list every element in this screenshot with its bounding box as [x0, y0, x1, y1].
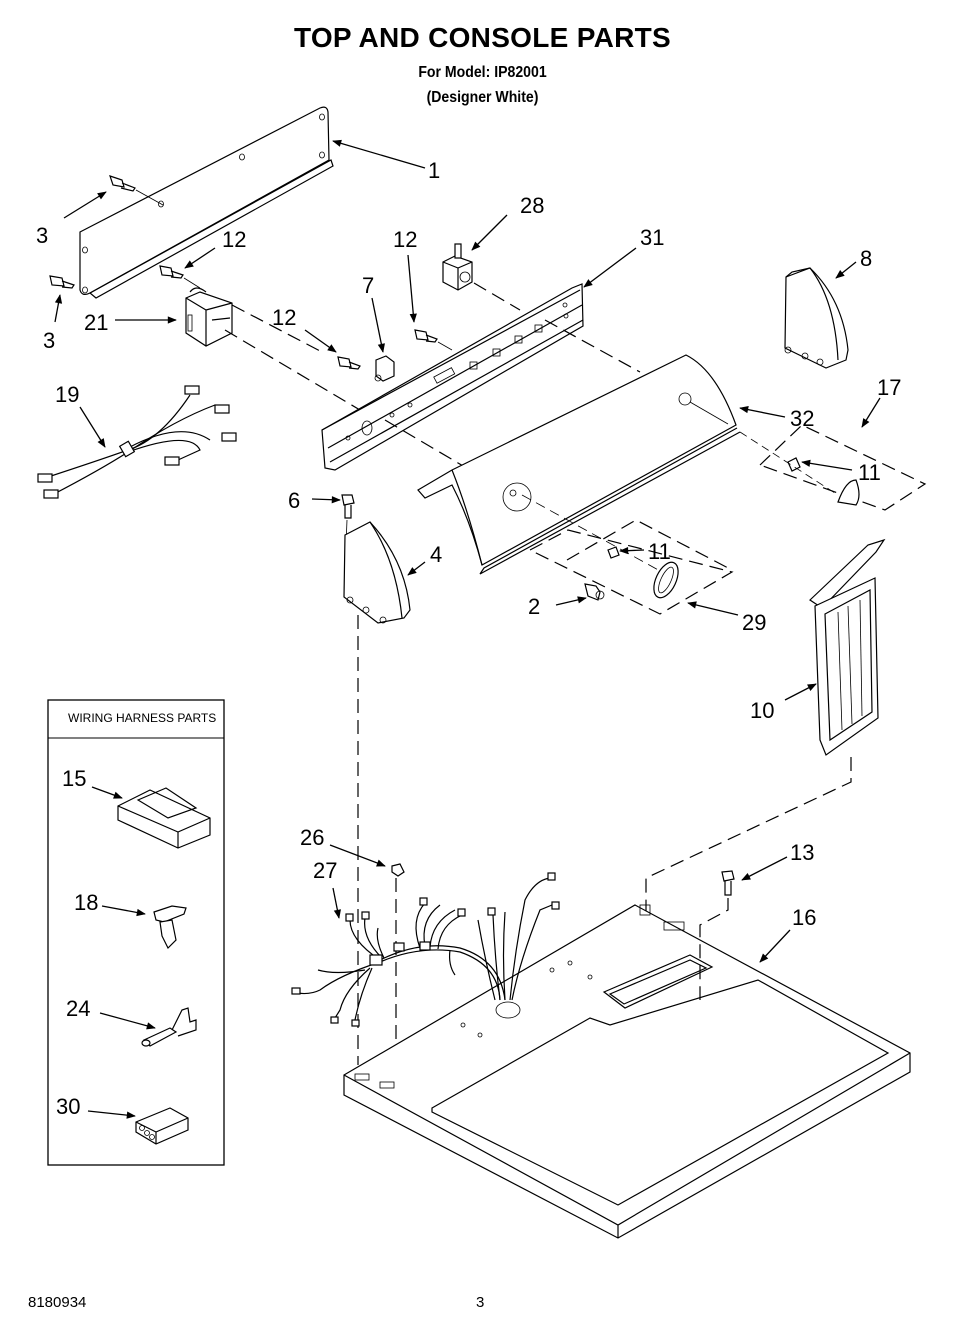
screw-12-left[interactable] — [159, 265, 201, 289]
leader-27 — [332, 887, 341, 919]
callout-1[interactable]: 1 — [428, 158, 440, 183]
leader-12-left — [184, 247, 216, 269]
callout-29[interactable]: 29 — [742, 610, 766, 635]
leader-26 — [329, 844, 386, 867]
leader-11-right — [801, 459, 853, 471]
screw-3-upper[interactable] — [109, 175, 164, 206]
leader-2 — [555, 596, 587, 606]
callout-11-center[interactable]: 11 — [648, 539, 671, 564]
part-30-terminal-block[interactable] — [135, 1107, 189, 1145]
page-title: TOP AND CONSOLE PARTS — [293, 22, 672, 53]
leader-12-middle — [304, 329, 337, 353]
callout-17[interactable]: 17 — [877, 375, 901, 400]
part-27-main-wiring-harness[interactable] — [291, 872, 560, 1027]
part-21-timer[interactable] — [185, 287, 233, 347]
part-31-console-bracket[interactable] — [321, 283, 584, 471]
assembly-line — [645, 757, 852, 1040]
callout-30[interactable]: 30 — [56, 1094, 80, 1119]
leader-10 — [784, 683, 817, 701]
part-16-top-panel[interactable] — [343, 904, 911, 1239]
part-13-screw[interactable] — [699, 870, 735, 1000]
callout-11-right[interactable]: 11 — [858, 460, 881, 485]
callout-12-middle[interactable]: 12 — [272, 305, 296, 330]
wiring-harness-parts-title: WIRING HARNESS PARTS — [68, 711, 216, 725]
part-7-clip[interactable] — [374, 355, 395, 382]
model-line: For Model: IP82001 — [418, 64, 547, 81]
callout-8[interactable]: 8 — [860, 246, 872, 271]
callout-2[interactable]: 2 — [528, 594, 540, 619]
callout-16[interactable]: 16 — [792, 905, 816, 930]
callout-6[interactable]: 6 — [288, 488, 300, 513]
callout-10[interactable]: 10 — [750, 698, 774, 723]
part-10-lint-screen[interactable] — [809, 538, 886, 756]
part-8-right-end-cap[interactable] — [784, 267, 849, 369]
callout-24[interactable]: 24 — [66, 996, 90, 1021]
leader-29 — [687, 601, 739, 616]
callout-15[interactable]: 15 — [62, 766, 86, 791]
screw-3-lower[interactable] — [49, 275, 75, 289]
leader-24 — [99, 1012, 156, 1030]
callout-4[interactable]: 4 — [430, 542, 442, 567]
part-29-knob-assembly[interactable] — [521, 494, 734, 615]
leader-1 — [332, 139, 426, 169]
document-number: 8180934 — [28, 1294, 87, 1311]
wiring-harness-parts-box: WIRING HARNESS PARTS 15 18 24 30 — [47, 699, 225, 1166]
leader-3-lower — [54, 294, 63, 323]
leader-7 — [371, 297, 385, 353]
leader-6 — [311, 496, 341, 504]
screw-12-right[interactable] — [414, 329, 453, 351]
callout-28[interactable]: 28 — [520, 193, 544, 218]
assembly-line — [384, 419, 471, 471]
callout-12-left[interactable]: 12 — [222, 227, 246, 252]
leader-3-upper — [63, 191, 107, 219]
leader-11-center — [619, 547, 645, 555]
part-15-connector-housing[interactable] — [117, 787, 211, 849]
leader-17 — [861, 397, 881, 428]
leader-12-right — [407, 254, 417, 323]
leader-8 — [835, 261, 857, 279]
page-number: 3 — [476, 1294, 485, 1311]
part-2-screw[interactable] — [584, 583, 605, 601]
assembly-line — [473, 282, 521, 311]
leader-18 — [101, 905, 146, 917]
callout-18[interactable]: 18 — [74, 890, 98, 915]
callout-12-right[interactable]: 12 — [393, 227, 417, 252]
callout-13[interactable]: 13 — [790, 840, 814, 865]
leader-16 — [759, 929, 791, 963]
part-18-wire-clip[interactable] — [153, 905, 187, 950]
callout-27[interactable]: 27 — [313, 858, 337, 883]
callout-19[interactable]: 19 — [55, 382, 79, 407]
callout-3-upper[interactable]: 3 — [36, 223, 48, 248]
part-28-switch[interactable] — [442, 243, 473, 291]
leader-28 — [471, 214, 508, 251]
part-17-knob-assembly[interactable] — [739, 424, 927, 511]
part-19-wiring-harness[interactable] — [37, 385, 237, 499]
assembly-line — [231, 304, 323, 353]
part-32-console-panel[interactable] — [417, 354, 741, 575]
callout-31[interactable]: 31 — [640, 225, 664, 250]
callout-26[interactable]: 26 — [300, 825, 324, 850]
part-4-left-end-cap[interactable] — [343, 521, 411, 624]
leader-19 — [79, 406, 106, 448]
part-24-crimp-terminal[interactable] — [141, 1007, 197, 1047]
leader-13 — [741, 856, 788, 881]
leader-4 — [407, 561, 426, 576]
callout-3-lower[interactable]: 3 — [43, 328, 55, 353]
leader-32 — [739, 406, 786, 418]
assembly-line — [544, 319, 641, 373]
callout-32[interactable]: 32 — [790, 406, 814, 431]
part-1-rear-panel[interactable] — [79, 106, 334, 299]
assembly-line — [224, 329, 361, 411]
callout-7[interactable]: 7 — [362, 273, 374, 298]
color-line: (Designer White) — [426, 89, 539, 106]
leader-31 — [583, 247, 637, 288]
screw-12-middle[interactable] — [337, 356, 361, 370]
callout-21[interactable]: 21 — [84, 310, 108, 335]
leader-15 — [91, 786, 123, 799]
leader-30 — [87, 1110, 136, 1119]
part-26-clip[interactable] — [391, 863, 405, 877]
